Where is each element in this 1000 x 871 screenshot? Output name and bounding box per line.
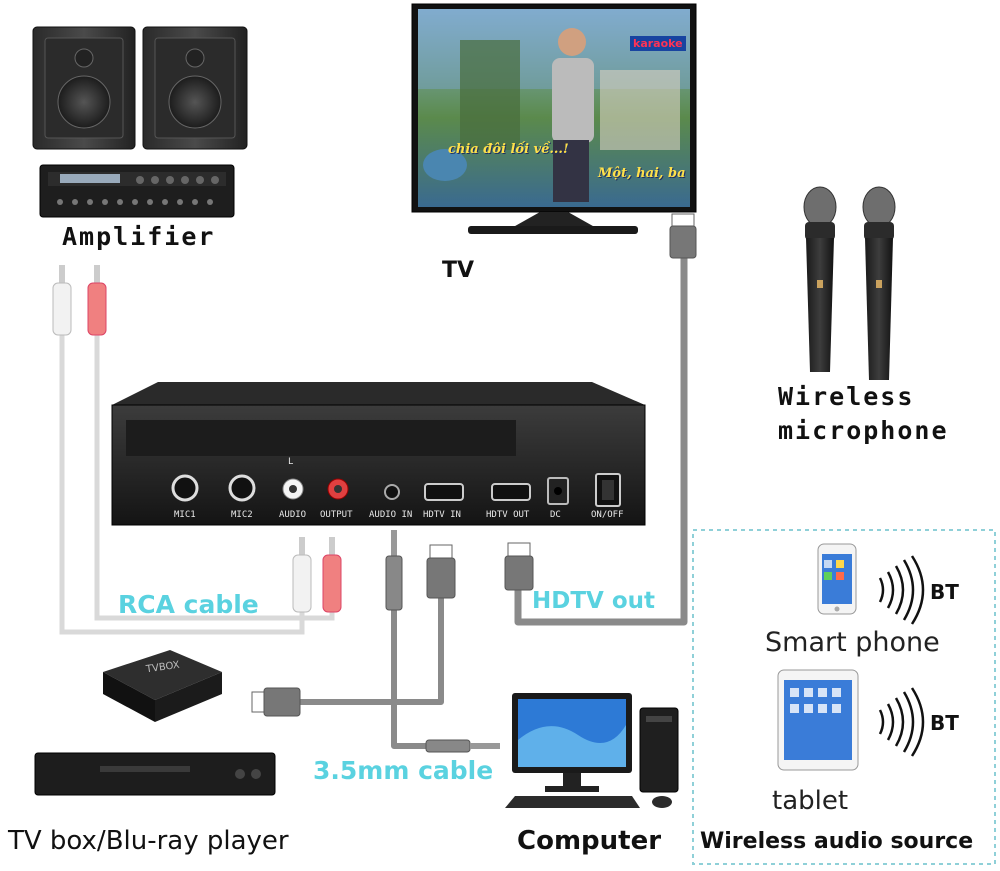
bt-label-tablet: BT: [930, 711, 959, 735]
tv-lyric-right: Một, hai, ba: [598, 166, 686, 181]
audio-jack-plug-end: [425, 739, 500, 753]
port-label-hdtv-in: HDTV IN: [423, 510, 461, 520]
amplifier-unit: [39, 164, 235, 218]
mic2-port: [228, 474, 256, 502]
input-cable-lines: [298, 598, 444, 749]
port-label-dc: DC: [550, 510, 561, 520]
computer-image: [505, 693, 679, 808]
wireless-mic-label-line2: microphone: [778, 416, 949, 445]
wireless-mic-label-line1: Wireless: [778, 382, 915, 411]
port-label-hdtv-out: HDTV OUT: [486, 510, 530, 520]
port-label-audio: AUDIO: [279, 510, 307, 520]
mic1-port: [171, 474, 199, 502]
cable-35mm-label: 3.5mm cable: [313, 756, 494, 785]
tv-box-bluray-label: TV box/Blu-ray player: [8, 826, 289, 856]
computer-label: Computer: [517, 826, 662, 856]
rca-plug-top-red: [87, 265, 107, 336]
port-label-l-marker: L: [288, 457, 294, 467]
rca-plug-bottom-red: [322, 537, 342, 613]
speaker-right: [142, 26, 248, 150]
rca-plug-top-white: [52, 265, 72, 336]
tv-channel-logo: karaoke: [630, 36, 686, 51]
tv-lyric-left: chia đôi lối về...!: [448, 142, 569, 157]
hdmi-plug-in: [426, 544, 456, 599]
port-label-mic1: MIC1: [174, 510, 196, 520]
smartphone-image: [817, 543, 857, 615]
wireless-mic-right: [862, 186, 896, 380]
rca-cable-lines: [59, 335, 335, 635]
tablet-image: [777, 669, 859, 771]
port-label-on-off: ON/OFF: [591, 510, 624, 520]
port-label-output: OUTPUT: [320, 510, 353, 520]
bluray-player-image: [34, 752, 276, 796]
hdtv-out-label: HDTV out: [532, 588, 656, 614]
bt-signal-icon-phone: [878, 555, 925, 625]
smart-phone-label: Smart phone: [765, 627, 940, 658]
wireless-mic-left: [803, 186, 837, 372]
hdtv-out-port: [491, 483, 531, 501]
hdmi-plug-source: [251, 687, 301, 717]
audio-in-port: [384, 484, 400, 500]
amplifier-label: Amplifier: [62, 222, 216, 251]
bt-label-phone: BT: [930, 580, 959, 604]
hdmi-plug-tv: [669, 213, 697, 259]
hdtv-in-port: [424, 483, 464, 501]
port-label-mic2: MIC2: [231, 510, 253, 520]
tv-box-image: [103, 650, 222, 722]
bt-signal-icon-tablet: [878, 687, 925, 757]
port-label-audio-in: AUDIO IN: [369, 510, 413, 520]
speaker-left: [32, 26, 136, 150]
rca-cable-label: RCA cable: [118, 590, 259, 619]
hdtv-out-cable: [514, 255, 688, 626]
tablet-label: tablet: [772, 786, 849, 816]
tv-label: TV: [442, 258, 475, 283]
wireless-audio-source-label: Wireless audio source: [700, 829, 974, 854]
karaoke-device: [111, 382, 646, 526]
hdmi-plug-out: [504, 542, 534, 591]
rca-plug-bottom-white: [292, 537, 312, 613]
wireless-source-box: [692, 529, 996, 865]
audio-jack-plug: [385, 530, 403, 611]
